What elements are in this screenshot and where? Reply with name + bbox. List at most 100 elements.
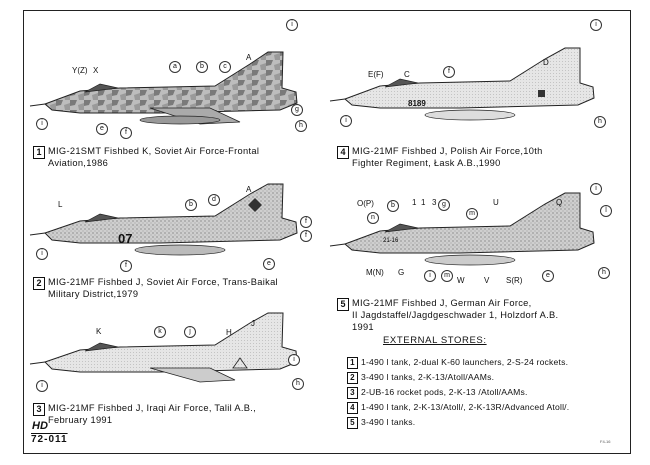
callout-label: E(F): [368, 70, 384, 79]
callout-label: H: [226, 328, 232, 337]
caption-line: MIG-21MF Fishbed J, Iraqi Air Force, Tal…: [48, 403, 256, 413]
profile-5-number: 5: [337, 298, 349, 311]
callout-circle: f: [300, 230, 312, 242]
callout-label: G: [398, 268, 405, 277]
caption-line: 1991: [352, 322, 374, 333]
callout-circle: i: [286, 19, 298, 31]
profile-1-number: 1: [33, 146, 45, 159]
manufacturer-logo: HD: [32, 420, 48, 432]
callout-circle: n: [367, 212, 379, 224]
profile-3-aircraft: [29, 312, 298, 383]
callout-circle: i: [36, 118, 48, 130]
profile-3-number: 3: [33, 403, 45, 416]
callout-circle: f: [120, 127, 132, 139]
store-text: 1-490 l tank, 2-K-13/Atoll/, 2-K-13R/Adv…: [361, 402, 570, 412]
callout-circle: h: [598, 267, 610, 279]
callout-circle: i: [424, 270, 436, 282]
callout-circle: m: [441, 270, 453, 282]
callout-circle: i: [340, 115, 352, 127]
profile-5-caption: MIG-21MF Fishbed J, German Air Force, II…: [352, 297, 558, 334]
aircraft-number: 8189: [408, 99, 426, 108]
callout-circle: m: [466, 208, 478, 220]
callout-circle: a: [169, 61, 181, 73]
callout-label: 1: [412, 198, 417, 207]
callout-label: S(R): [506, 276, 523, 285]
store-text: 3-490 l tanks, 2-K-13/Atoll/AAMs.: [361, 372, 495, 382]
callout-circle: j: [184, 326, 196, 338]
callout-circle: i: [36, 248, 48, 260]
profile-5-aircraft: [329, 192, 595, 266]
callout-circle: b: [185, 199, 197, 211]
store-text: 2-UB-16 rocket pods, 2-K-13 /Atoll/AAMs.: [361, 387, 528, 397]
caption-line: Fighter Regiment, Łask A.B.,1990: [352, 158, 501, 169]
store-number: 2: [347, 372, 358, 384]
caption-line: MIG-21SMT Fishbed K, Soviet Air Force-Fr…: [48, 146, 260, 156]
aircraft-number: 21-16: [383, 238, 399, 244]
store-text: 1-490 l tank, 2-dual K-60 launchers, 2-S…: [361, 357, 569, 367]
profile-2-caption: MIG-21MF Fishbed J, Soviet Air Force, Tr…: [48, 276, 278, 300]
caption-line: MIG-21MF Fishbed J, Soviet Air Force, Tr…: [48, 277, 278, 287]
callout-circle: f: [443, 66, 455, 78]
corner-note: F4-16: [600, 439, 611, 444]
callout-circle: k: [154, 326, 166, 338]
callout-label: W: [457, 276, 465, 285]
callout-circle: h: [295, 120, 307, 132]
callout-circle: h: [292, 378, 304, 390]
store-number: 5: [347, 417, 358, 429]
caption-line: MIG-21MF Fishbed J, German Air Force,: [352, 298, 532, 308]
callout-circle: e: [96, 123, 108, 135]
store-number: 3: [347, 387, 358, 399]
callout-label: D: [543, 58, 549, 67]
callout-label: C: [404, 70, 410, 79]
profile-4-number: 4: [337, 146, 349, 159]
callout-label: J: [251, 319, 255, 328]
callout-circle: g: [291, 104, 303, 116]
callout-circle: i: [590, 183, 602, 195]
profile-1-caption: MIG-21SMT Fishbed K, Soviet Air Force-Fr…: [48, 145, 259, 169]
callout-label: X: [93, 66, 99, 75]
callout-label: 1: [421, 198, 426, 207]
external-stores-title: EXTERNAL STORES:: [383, 335, 487, 346]
profile-4-aircraft: [329, 47, 595, 121]
store-number: 1: [347, 357, 358, 369]
aircraft-number: 07: [118, 231, 133, 246]
callout-circle: d: [208, 194, 220, 206]
caption-line: Military District,1979: [48, 289, 139, 300]
store-number: 4: [347, 402, 358, 414]
callout-label: A: [246, 53, 252, 62]
callout-label: V: [484, 276, 490, 285]
profile-1-aircraft: [29, 51, 298, 125]
callout-circle: i: [590, 19, 602, 31]
store-text: 3-490 l tanks.: [361, 417, 416, 427]
profile-3-caption: MIG-21MF Fishbed J, Iraqi Air Force, Tal…: [48, 402, 256, 426]
caption-line: Aviation,1986: [48, 158, 109, 169]
callout-circle: b: [196, 61, 208, 73]
caption-line: MIG-21MF Fishbed J, Polish Air Force,10t…: [352, 146, 543, 156]
callout-label: O(P): [357, 199, 374, 208]
callout-label: 3: [432, 198, 437, 207]
caption-line: II Jagdstaffel/Jagdgeschwader 1, Holzdor…: [352, 310, 559, 321]
callout-circle: c: [219, 61, 231, 73]
callout-circle: b: [387, 200, 399, 212]
profile-2-number: 2: [33, 277, 45, 290]
callout-circle: e: [542, 270, 554, 282]
callout-label: M(N): [366, 268, 384, 277]
callout-label: K: [96, 327, 102, 336]
callout-circle: i: [288, 354, 300, 366]
callout-label: A: [246, 185, 252, 194]
callout-label: Q: [556, 198, 563, 207]
profile-4-caption: MIG-21MF Fishbed J, Polish Air Force,10t…: [352, 145, 543, 169]
profile-2-aircraft: [29, 183, 298, 256]
callout-circle: i: [36, 380, 48, 392]
callout-circle: l: [600, 205, 612, 217]
callout-circle: f: [120, 260, 132, 272]
callout-circle: f: [300, 216, 312, 228]
callout-label: U: [493, 198, 499, 207]
callout-circle: g: [438, 199, 450, 211]
